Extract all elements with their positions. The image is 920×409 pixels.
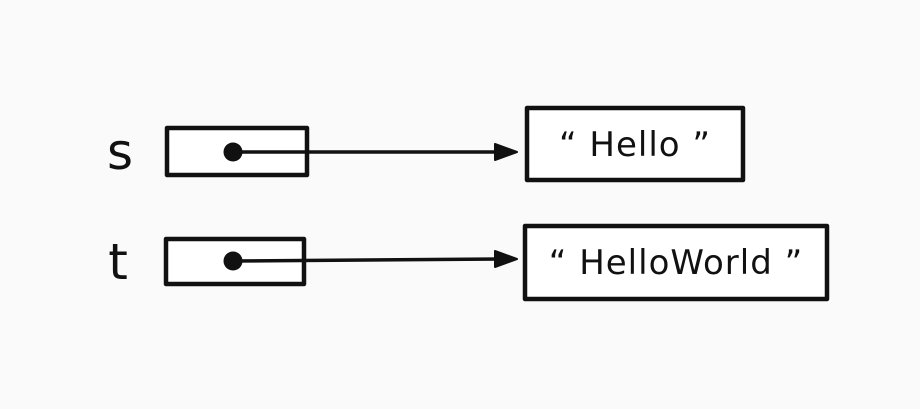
arrowhead-right-icon — [494, 250, 518, 268]
pointer-arrow-line-t — [231, 257, 503, 263]
row-t: t “ HelloWorld ” — [108, 223, 830, 302]
string-box-hello — [524, 105, 746, 183]
string-value-hello: “ Hello ” — [559, 125, 711, 165]
arrowhead-right-icon — [494, 143, 518, 161]
row-s: s “ Hello ” — [107, 105, 746, 183]
string-value-helloworld: “ HelloWorld ” — [549, 243, 803, 283]
string-box-helloworld — [522, 223, 830, 302]
variable-label-s: s — [107, 123, 133, 181]
variable-label-t: t — [108, 233, 128, 291]
